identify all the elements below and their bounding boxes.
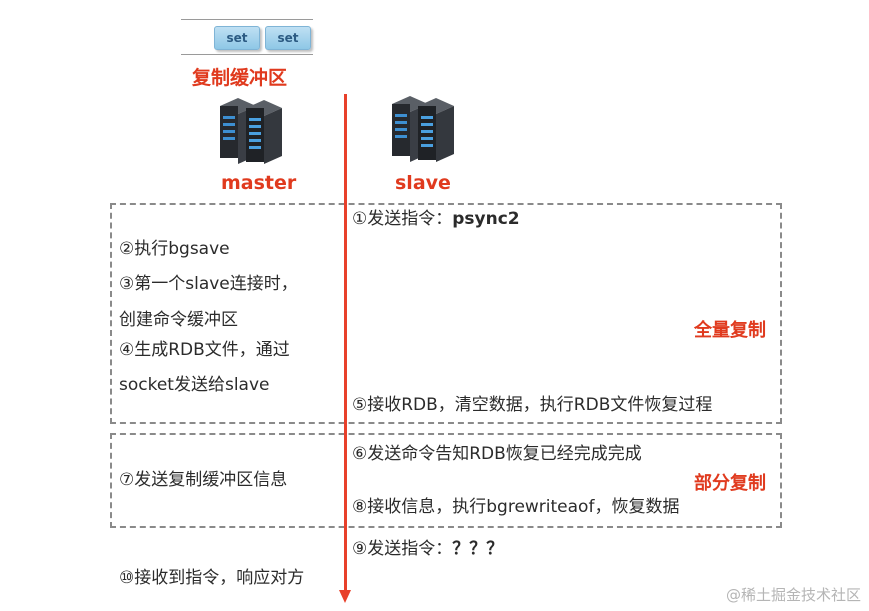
buffer-set-chip: set — [214, 26, 260, 50]
partial-sync-label: 部分复制 — [694, 473, 766, 494]
step-4-line-1: ④生成RDB文件，通过 — [119, 340, 290, 360]
step-6: ⑥发送命令告知RDB恢复已经完成完成 — [352, 444, 642, 464]
timeline-arrow — [344, 94, 347, 590]
buffer-title: 复制缓冲区 — [192, 67, 288, 89]
master-server-icon — [218, 96, 284, 170]
step-1: ①发送指令：psync2 — [352, 208, 520, 230]
step-9-text: ⑨发送指令： — [352, 539, 453, 559]
watermark: @稀土掘金技术社区 — [725, 586, 861, 604]
timeline-arrow-head — [339, 590, 351, 603]
buffer-bottom-line — [181, 54, 313, 55]
slave-server-icon — [390, 94, 456, 168]
buffer-set-chip: set — [265, 26, 311, 50]
slave-label: slave — [395, 172, 451, 194]
buffer-top-line — [181, 19, 313, 20]
step-1-text: ①发送指令： — [352, 209, 453, 229]
step-3-line-1: ③第一个slave连接时， — [119, 274, 298, 294]
step-9-command: ？？？ — [452, 539, 504, 559]
master-label: master — [221, 172, 297, 194]
step-1-command: psync2 — [452, 209, 520, 229]
full-sync-label: 全量复制 — [694, 320, 766, 341]
full-sync-box — [110, 203, 782, 424]
step-9: ⑨发送指令：？？？ — [352, 538, 503, 560]
step-8: ⑧接收信息，执行bgrewriteaof，恢复数据 — [352, 497, 680, 517]
step-4-line-2: socket发送给slave — [119, 375, 270, 395]
step-7: ⑦发送复制缓冲区信息 — [119, 470, 288, 490]
step-3-line-2: 创建命令缓冲区 — [119, 310, 238, 330]
partial-sync-box — [110, 433, 782, 528]
step-10: ⑩接收到指令，响应对方 — [119, 568, 305, 588]
step-2: ②执行bgsave — [119, 239, 230, 259]
step-5: ⑤接收RDB，清空数据，执行RDB文件恢复过程 — [352, 395, 713, 415]
